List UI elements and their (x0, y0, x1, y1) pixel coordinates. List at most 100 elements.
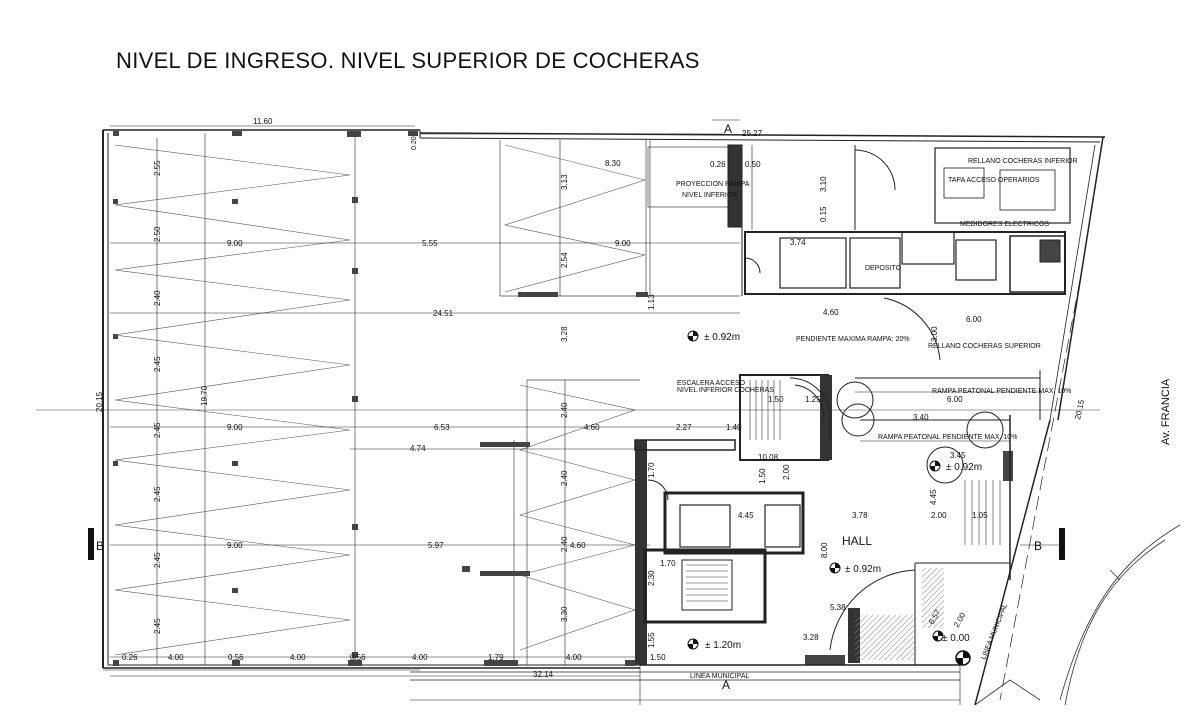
plan-title: NIVEL DE INGRESO. NIVEL SUPERIOR DE COCH… (116, 48, 700, 73)
dim: 9.00 (227, 541, 243, 550)
escalera-label-2: NIVEL INFERIOR COCHERAS (677, 387, 774, 394)
dim: 0.56 (228, 653, 244, 662)
dim: 2.45 (153, 618, 162, 634)
rellano-inferior-label: RELLANO COCHERAS INFERIOR (968, 158, 1078, 165)
dim: 2.40 (560, 402, 569, 418)
parking-boundary (102, 129, 1106, 671)
dim: 4.45 (929, 489, 938, 505)
dim: 4.60 (584, 423, 600, 432)
pendiente-label: PENDIENTE MAXIMA RAMPA: 20% (796, 336, 909, 343)
dim: 4.74 (410, 444, 426, 453)
dim: 3.45 (950, 451, 966, 460)
proyeccion-label-1: PROYECCION RAMPA (676, 181, 750, 188)
core-walls (634, 374, 1013, 665)
dim: 0.15 (819, 206, 828, 222)
level-labels: ± 0.92m ± 0.92m ± 0.92m ± 1.20m ± 0.00 (704, 332, 982, 651)
linea-municipal-label: LINEA MUNICIPAL (690, 673, 749, 680)
dim: 1.79 (488, 653, 504, 662)
dim: 0.26 (122, 653, 138, 662)
dim: 20.15 (95, 391, 104, 412)
dim: 8.00 (820, 542, 829, 558)
parking-spot-zigzag (114, 144, 647, 656)
rampa-label-1: RAMPA PEATONAL PENDIENTE MAX. 10% (932, 388, 1071, 395)
dim: 1.50 (758, 468, 767, 484)
level-0-92-c: ± 0.92m (845, 564, 881, 575)
level-0-00: ± 0.00 (942, 633, 970, 644)
dim: 1.70 (660, 559, 676, 568)
stair-curves (647, 149, 1004, 651)
section-labels: A A B B (96, 122, 1042, 692)
dim: 1.55 (647, 632, 656, 648)
dim: 25.27 (742, 129, 763, 138)
level-markers (687, 330, 971, 666)
dimension-lines (36, 125, 1100, 677)
dim: 24.51 (433, 309, 454, 318)
level-0-92-b: ± 0.92m (946, 462, 982, 473)
dim: 2.54 (560, 252, 569, 268)
dim: 4.45 (738, 511, 754, 520)
dim: 3.13 (560, 174, 569, 190)
dim: 4.00 (290, 653, 306, 662)
dim: 6.53 (434, 423, 450, 432)
parking-columns (113, 131, 648, 666)
dim: 3.78 (852, 511, 868, 520)
dim: 1.25 (805, 395, 821, 404)
parking-dividers (204, 133, 740, 665)
dim: 10.08 (758, 453, 779, 462)
right-structure (410, 136, 1104, 706)
dim: 3.28 (803, 633, 819, 642)
dim: 3.74 (790, 238, 806, 247)
acceso-label: TAPA ACCESO OPERARIOS (948, 177, 1040, 184)
dim: 0.20 (411, 136, 418, 150)
dim: 0.26 (710, 160, 726, 169)
proyeccion-label-2: NIVEL INFERIOR (682, 192, 737, 199)
rellano-superior-label: RELLANO COCHERAS SUPERIOR (928, 343, 1041, 350)
dim: 3.28 (560, 326, 569, 342)
dim: 0.56 (350, 653, 366, 662)
dim: 9.00 (227, 423, 243, 432)
dim: 2.00 (931, 511, 947, 520)
dim: 2.45 (153, 422, 162, 438)
dim: 2.30 (647, 570, 656, 586)
dim: 4.60 (823, 308, 839, 317)
dim: 1.70 (647, 462, 656, 478)
section-b-left: B (96, 539, 104, 553)
dim: 9.00 (615, 239, 631, 248)
section-marks (88, 119, 1065, 560)
dim: 20.15 (1073, 398, 1086, 420)
dim: 3.40 (913, 413, 929, 422)
dim: 6.00 (947, 395, 963, 404)
dim: 2.40 (560, 470, 569, 486)
level-1-20: ± 1.20m (705, 640, 741, 651)
dim: 2.45 (153, 356, 162, 372)
medidores-label: MEDIDORES ELECTRICOS (960, 221, 1049, 228)
dim: 2.40 (153, 290, 162, 306)
hall-label: HALL (842, 534, 872, 548)
dim: 1.50 (650, 653, 666, 662)
dim: 2.40 (560, 536, 569, 552)
dim: 5.55 (422, 239, 438, 248)
deposito-label: DEPOSITO (865, 265, 902, 272)
dim: 8.30 (605, 159, 621, 168)
dim: 6.00 (966, 315, 982, 324)
dim: 4.00 (566, 653, 582, 662)
dim: 1.40 (726, 423, 742, 432)
dim: 3.10 (819, 176, 828, 192)
stair-treads (686, 380, 1001, 602)
dim: 5.97 (428, 541, 444, 550)
rampa-label-2: RAMPA PEATONAL PENDIENTE MAX. 10% (878, 434, 1017, 441)
dimension-labels: 11.60 25.27 0.20 8.30 0.50 0.26 3.13 3.1… (95, 117, 1086, 679)
dim: 1.50 (768, 395, 784, 404)
dim: 19.70 (200, 385, 209, 406)
dim: 2.45 (153, 486, 162, 502)
dim: 4.60 (570, 541, 586, 550)
dim: 2.00 (782, 464, 791, 480)
dim: 2.27 (676, 423, 692, 432)
dim: 2.00 (952, 611, 968, 629)
dim: 1.05 (972, 511, 988, 520)
sidewalk-curves (974, 524, 1181, 706)
service-block (744, 147, 1071, 295)
ramp-projection (647, 144, 856, 296)
dim: 4.00 (412, 653, 428, 662)
section-a-bottom: A (722, 678, 730, 692)
